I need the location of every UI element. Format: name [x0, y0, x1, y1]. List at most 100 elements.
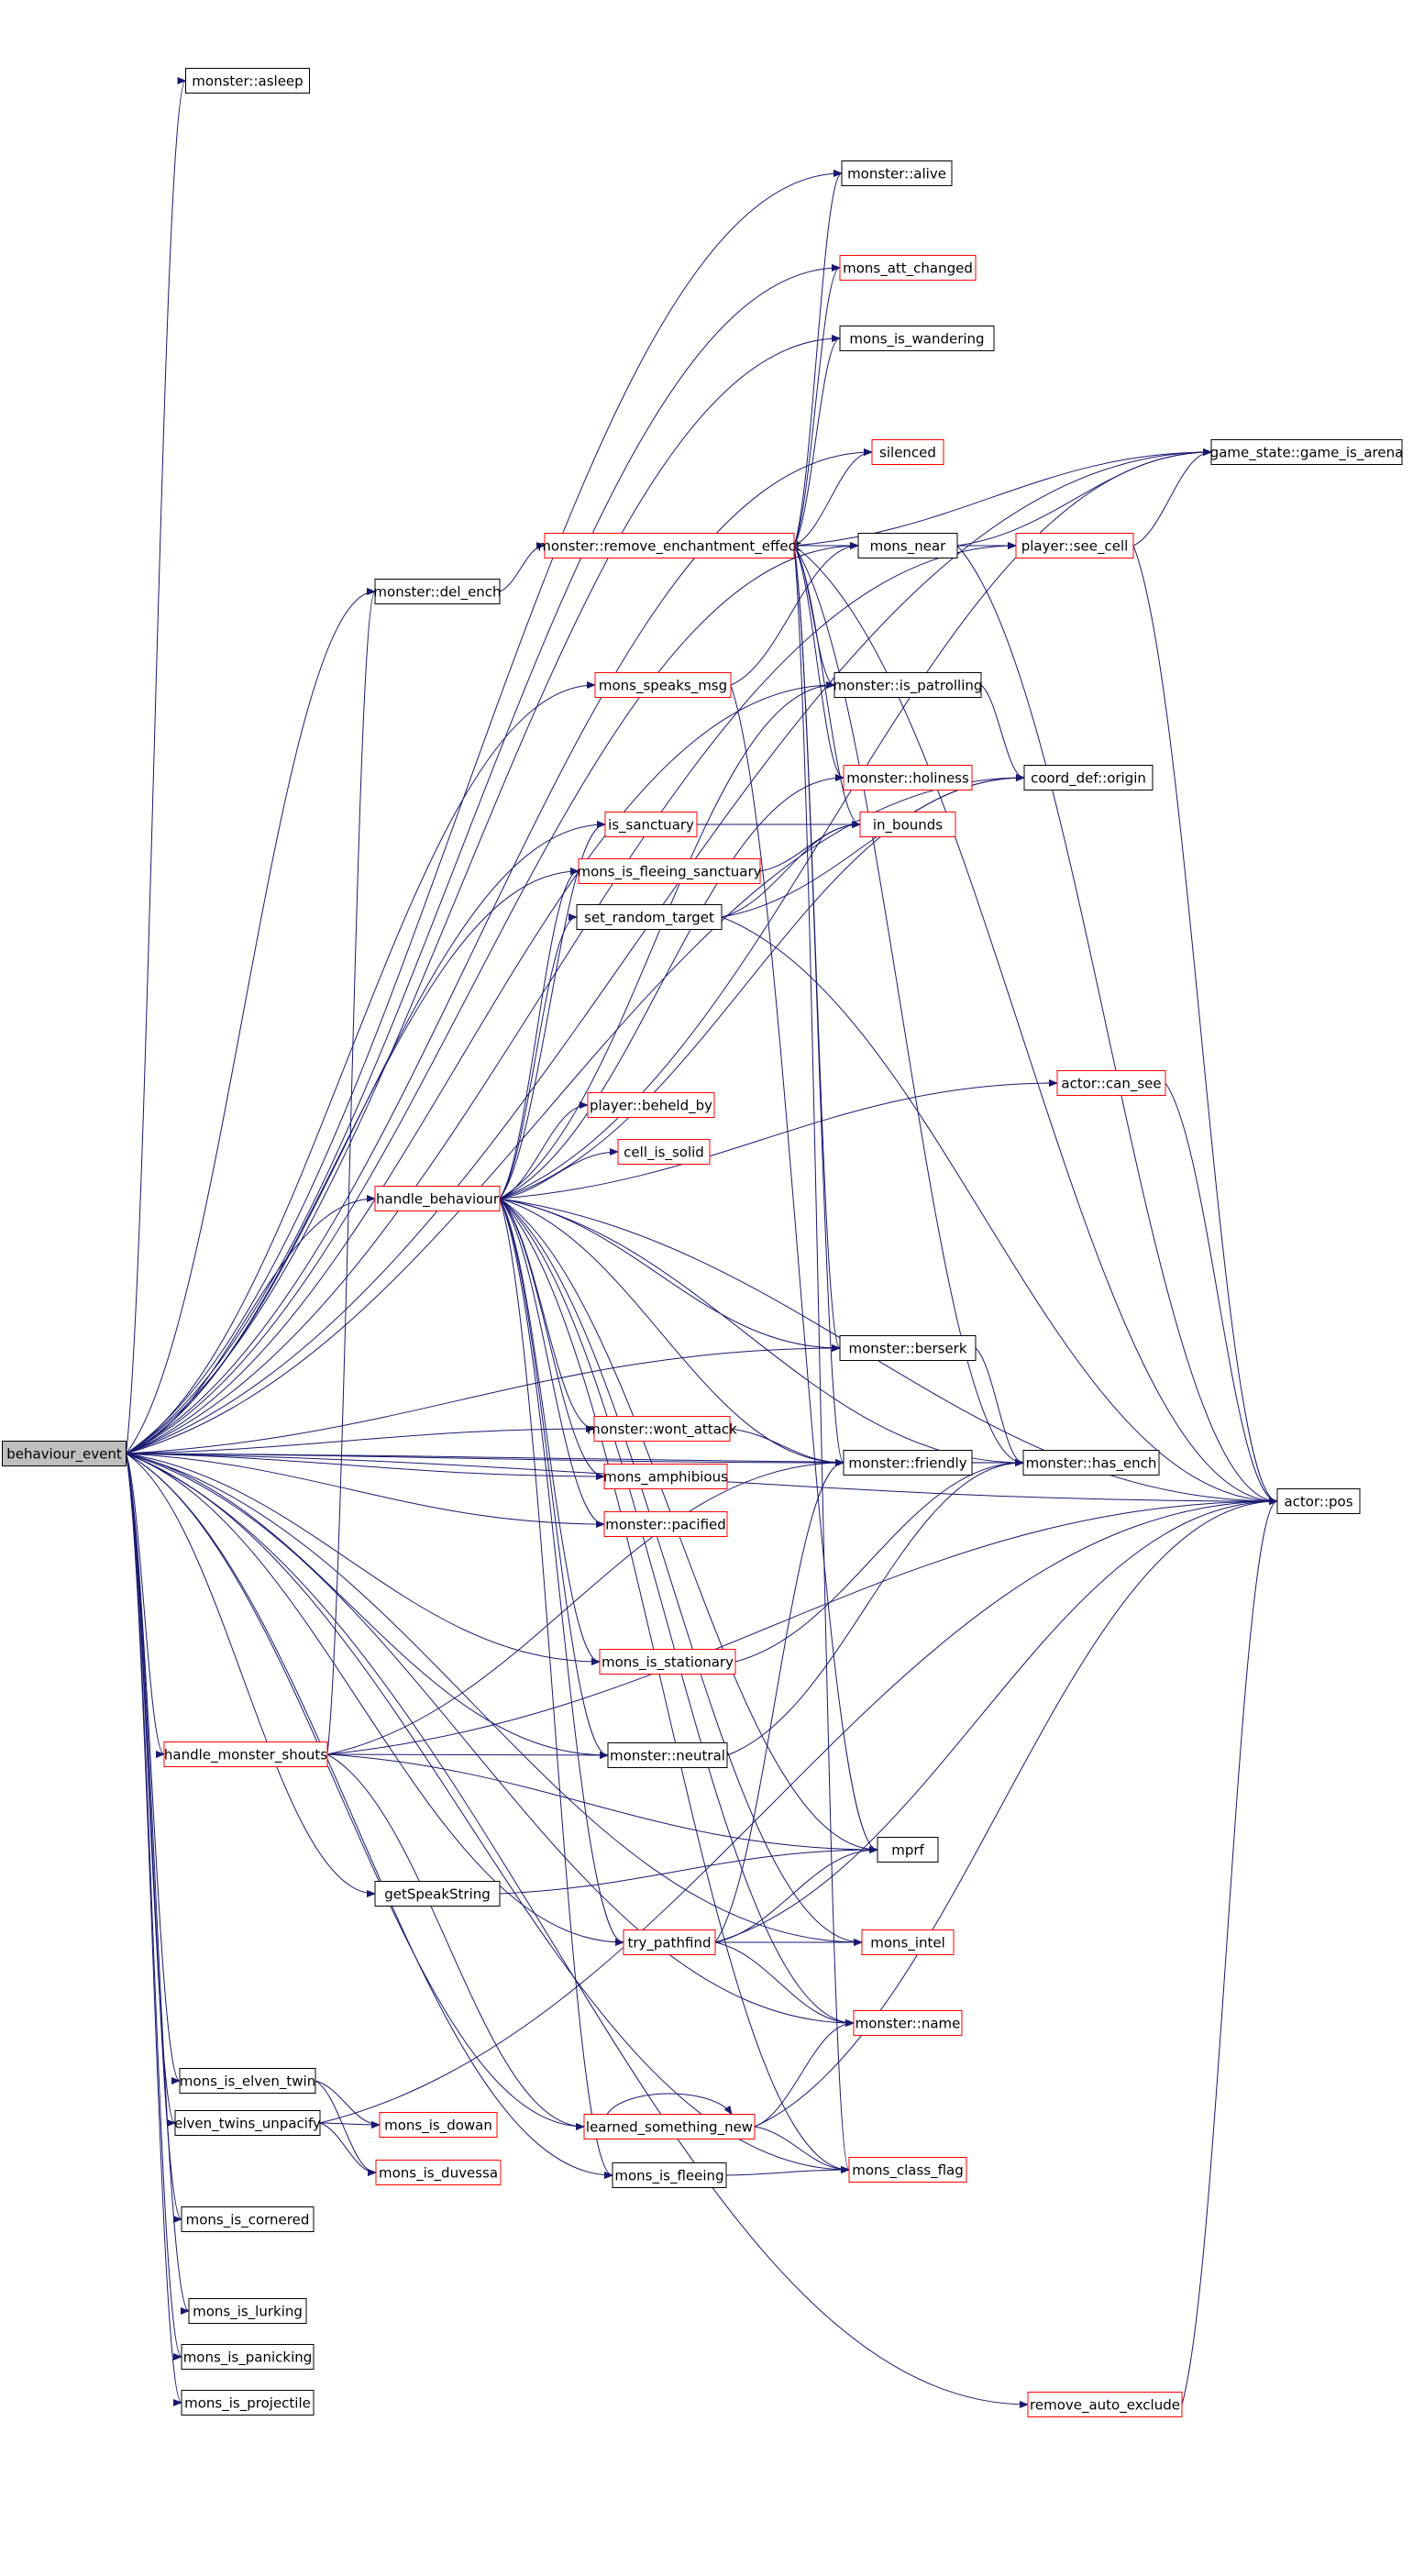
- edge-behaviour_event-to-try_pathfind: [126, 1453, 624, 1946]
- edge-behaviour_event-to-fleeing_sanct: [126, 868, 580, 1454]
- edge-handle_behaviour-to-wont_attack: [499, 1198, 595, 1432]
- node-cornered[interactable]: mons_is_cornered: [181, 2206, 315, 2232]
- node-amphibious[interactable]: mons_amphibious: [603, 1464, 728, 1489]
- node-speaks_msg[interactable]: mons_speaks_msg: [594, 672, 732, 698]
- node-box: [617, 1139, 711, 1165]
- node-mons_intel[interactable]: mons_intel: [861, 1929, 955, 1955]
- node-box: [181, 2390, 315, 2416]
- edge-behaviour_event-to-mons_near: [126, 542, 859, 1454]
- node-wont_attack[interactable]: monster::wont_attack: [587, 1416, 737, 1442]
- node-learned[interactable]: learned_something_new: [583, 2114, 756, 2139]
- node-duvessa[interactable]: mons_is_duvessa: [375, 2160, 502, 2185]
- node-box: [1023, 765, 1154, 790]
- node-del_ench[interactable]: monster::del_ench: [373, 579, 502, 604]
- node-box: [181, 2344, 315, 2370]
- node-holiness[interactable]: monster::holiness: [843, 765, 973, 790]
- node-try_pathfind[interactable]: try_pathfind: [623, 1929, 716, 1955]
- edge-behaviour_event-to-wont_attack: [126, 1425, 595, 1454]
- node-label: is_sanctuary: [608, 817, 694, 835]
- node-shouts[interactable]: handle_monster_shouts: [163, 1741, 328, 1767]
- node-getSpeakString[interactable]: getSpeakString: [374, 1881, 501, 1907]
- node-wandering[interactable]: mons_is_wandering: [839, 326, 995, 351]
- edge-behaviour_event-to-speaks_msg: [126, 681, 596, 1454]
- node-game_is_arena[interactable]: game_state::game_is_arena: [1210, 439, 1404, 465]
- node-berserk[interactable]: monster::berserk: [839, 1335, 977, 1361]
- node-box: [833, 672, 982, 698]
- edge-handle_behaviour-to-mons_intel: [499, 1198, 863, 1946]
- edge-wont_attack-to-friendly: [729, 1428, 844, 1466]
- node-projectile[interactable]: mons_is_projectile: [181, 2390, 315, 2416]
- node-label: mons_is_fleeing: [614, 2168, 723, 2185]
- edge-handle_behaviour-to-fleeing: [499, 1198, 613, 2179]
- node-label: silenced: [879, 445, 936, 461]
- node-alive[interactable]: monster::alive: [841, 160, 953, 186]
- node-box: [179, 2068, 316, 2094]
- edge-unpacify-to-actor_pos: [319, 1498, 1278, 2124]
- node-box: [843, 765, 973, 790]
- edge-remove_ench-to-holiness: [793, 545, 844, 781]
- node-set_random_target[interactable]: set_random_target: [576, 904, 723, 930]
- node-asleep[interactable]: monster::asleep: [185, 68, 310, 94]
- node-fleeing_sanct[interactable]: mons_is_fleeing_sanctuary: [577, 858, 762, 884]
- node-box: [839, 255, 977, 281]
- node-monster_name[interactable]: monster::name: [853, 2010, 963, 2036]
- node-label: mons_is_duvessa: [379, 2165, 498, 2183]
- node-in_bounds[interactable]: in_bounds: [859, 812, 956, 837]
- node-cell_is_solid[interactable]: cell_is_solid: [617, 1139, 711, 1165]
- node-remove_auto_exclude[interactable]: remove_auto_exclude: [1027, 2392, 1183, 2417]
- node-label: player::see_cell: [1021, 538, 1129, 556]
- node-box: [1056, 1070, 1166, 1096]
- node-unpacify[interactable]: elven_twins_unpacify: [174, 2110, 321, 2136]
- node-handle_behaviour[interactable]: handle_behaviour: [374, 1186, 501, 1211]
- node-lurking[interactable]: mons_is_lurking: [188, 2298, 307, 2324]
- node-box: [839, 326, 995, 351]
- node-label: mons_amphibious: [603, 1469, 728, 1487]
- node-dowan[interactable]: mons_is_dowan: [379, 2112, 498, 2138]
- node-elven_twin[interactable]: mons_is_elven_twin: [179, 2068, 316, 2094]
- node-is_patrolling[interactable]: monster::is_patrolling: [833, 672, 983, 698]
- edge-neutral-to-has_ench: [726, 1459, 1024, 1756]
- node-actor_pos[interactable]: actor::pos: [1276, 1488, 1361, 1514]
- node-label: cell_is_solid: [624, 1144, 704, 1162]
- edge-behaviour_event-to-remove_auto_exclude: [126, 1453, 1029, 2408]
- edge-handle_behaviour-to-has_ench: [499, 1198, 1024, 1466]
- node-silenced[interactable]: silenced: [871, 439, 944, 465]
- node-fleeing[interactable]: mons_is_fleeing: [612, 2162, 727, 2188]
- edge-handle_behaviour-to-beheld_by: [499, 1101, 589, 1200]
- edge-behaviour_event-to-projectile: [126, 1453, 182, 2406]
- edge-try_pathfind-to-monster_name: [714, 1941, 855, 2027]
- node-box: [587, 1092, 715, 1118]
- node-is_sanctuary[interactable]: is_sanctuary: [604, 812, 698, 837]
- node-pacified[interactable]: monster::pacified: [603, 1511, 728, 1537]
- node-box: [603, 1511, 728, 1537]
- node-box: [599, 1649, 736, 1675]
- edge-behaviour_event-to-del_ench: [126, 588, 376, 1454]
- node-has_ench[interactable]: monster::has_ench: [1022, 1450, 1160, 1476]
- node-box: [163, 1741, 328, 1767]
- node-label: monster::remove_enchantment_effect: [537, 538, 801, 556]
- node-box: [603, 1464, 728, 1489]
- node-label: mons_is_panicking: [183, 2349, 313, 2367]
- node-origin[interactable]: coord_def::origin: [1023, 765, 1154, 790]
- edge-behaviour_event-to-wandering: [126, 335, 841, 1454]
- node-friendly[interactable]: monster::friendly: [843, 1450, 973, 1476]
- node-panicking[interactable]: mons_is_panicking: [181, 2344, 315, 2370]
- node-neutral[interactable]: monster::neutral: [607, 1742, 728, 1768]
- edge-fleeing-to-class_flag: [725, 2166, 850, 2176]
- edge-handle_behaviour-to-cell_is_solid: [499, 1148, 619, 1200]
- node-see_cell[interactable]: player::see_cell: [1015, 533, 1134, 558]
- node-label: player::beheld_by: [590, 1098, 712, 1115]
- edge-behaviour_event-to-panicking: [126, 1453, 182, 2360]
- node-box: [877, 1837, 939, 1863]
- node-box: [375, 2160, 502, 2185]
- node-att_changed[interactable]: mons_att_changed: [839, 255, 977, 281]
- node-label: monster::friendly: [848, 1455, 966, 1472]
- node-class_flag[interactable]: mons_class_flag: [848, 2157, 967, 2183]
- node-remove_ench[interactable]: monster::remove_enchantment_effect: [537, 533, 801, 558]
- edge-behaviour_event-to-handle_behaviour: [126, 1195, 376, 1454]
- node-mons_near[interactable]: mons_near: [857, 533, 958, 558]
- node-mprf[interactable]: mprf: [877, 1837, 939, 1863]
- node-stationary[interactable]: mons_is_stationary: [599, 1649, 736, 1675]
- node-can_see[interactable]: actor::can_see: [1056, 1070, 1166, 1096]
- node-beheld_by[interactable]: player::beheld_by: [587, 1092, 715, 1118]
